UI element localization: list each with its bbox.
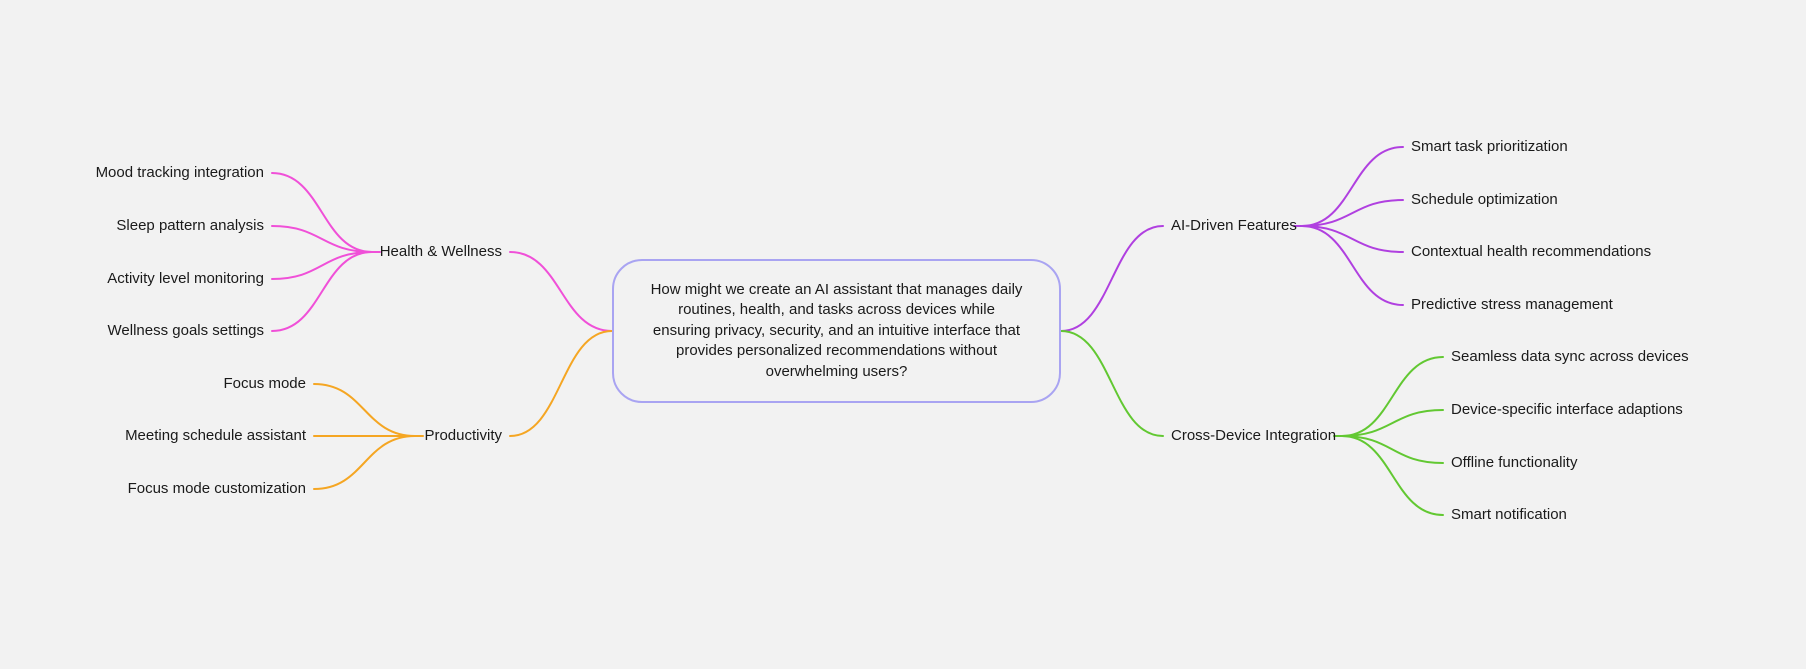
connector-cross-device-leaf-3 xyxy=(1341,435,1444,516)
leaf-focus-customization[interactable]: Focus mode customization xyxy=(127,480,306,497)
leaf-focus-mode[interactable]: Focus mode xyxy=(223,375,306,392)
leaf-activity-level[interactable]: Activity level monitoring xyxy=(107,270,264,287)
connector-productivity-leaf-2 xyxy=(313,435,416,490)
leaf-interface-adaptions[interactable]: Device-specific interface adaptions xyxy=(1451,401,1683,418)
branch-ai-driven-features[interactable]: AI-Driven Features xyxy=(1171,217,1297,234)
connector-center-cross-device xyxy=(1060,330,1164,437)
connector-health-leaf-0 xyxy=(271,172,373,253)
connector-health-leaf-1 xyxy=(271,225,373,253)
leaf-offline-functionality[interactable]: Offline functionality xyxy=(1451,454,1578,471)
connector-center-health xyxy=(509,251,613,332)
leaf-meeting-schedule[interactable]: Meeting schedule assistant xyxy=(125,427,306,444)
leaf-sleep-pattern[interactable]: Sleep pattern analysis xyxy=(116,217,264,234)
connector-cross-device-leaf-1 xyxy=(1341,409,1444,437)
leaf-wellness-goals[interactable]: Wellness goals settings xyxy=(107,322,264,339)
central-topic-node[interactable]: How might we create an AI assistant that… xyxy=(612,259,1061,403)
connector-health-leaf-2 xyxy=(271,251,373,280)
branch-health-wellness[interactable]: Health & Wellness xyxy=(379,243,502,260)
connector-cross-device-leaf-0 xyxy=(1341,356,1444,437)
connector-ai-leaf-3 xyxy=(1301,225,1404,306)
leaf-predictive-stress[interactable]: Predictive stress management xyxy=(1411,296,1613,313)
central-topic-text: How might we create an AI assistant that… xyxy=(650,280,1023,380)
connector-ai-leaf-2 xyxy=(1301,225,1404,253)
leaf-smart-notification[interactable]: Smart notification xyxy=(1451,506,1567,523)
connector-cross-device-leaf-2 xyxy=(1341,435,1444,464)
connector-productivity-leaf-0 xyxy=(313,383,416,437)
connector-ai-leaf-0 xyxy=(1301,146,1404,227)
connector-center-ai xyxy=(1060,225,1164,332)
leaf-contextual-health[interactable]: Contextual health recommendations xyxy=(1411,243,1652,260)
leaf-data-sync[interactable]: Seamless data sync across devices xyxy=(1451,348,1689,365)
connector-health-leaf-3 xyxy=(271,251,373,332)
connector-center-productivity xyxy=(509,330,613,437)
leaf-smart-task[interactable]: Smart task prioritization xyxy=(1411,138,1568,155)
leaf-mood-tracking[interactable]: Mood tracking integration xyxy=(95,164,264,181)
leaf-schedule-optimization[interactable]: Schedule optimization xyxy=(1411,191,1558,208)
connector-ai-leaf-1 xyxy=(1301,199,1404,227)
branch-cross-device-integration[interactable]: Cross-Device Integration xyxy=(1171,427,1337,444)
branch-productivity[interactable]: Productivity xyxy=(424,427,502,444)
